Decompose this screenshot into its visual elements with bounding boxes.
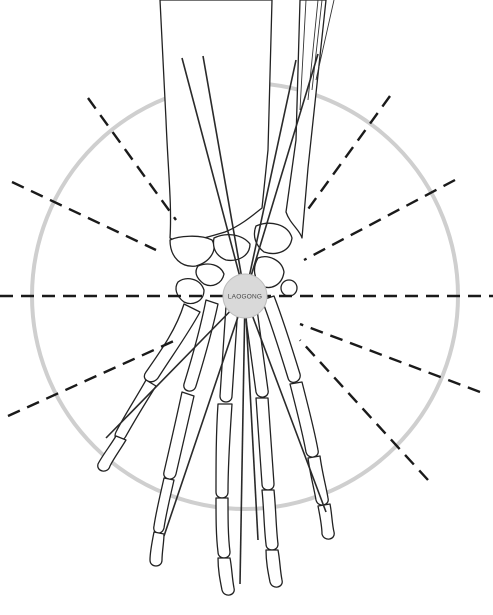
little-proximal-phalanx bbox=[290, 382, 318, 457]
ulna-bone bbox=[286, 0, 326, 238]
middle-proximal-phalanx bbox=[216, 404, 232, 498]
carpal-pisiform bbox=[281, 280, 297, 296]
hand-bones bbox=[98, 296, 334, 595]
ring-distal-phalanx bbox=[266, 550, 282, 587]
carpal-trapezoid bbox=[196, 264, 224, 285]
ring-middle-phalanx bbox=[262, 490, 278, 550]
dashed-line-upper-left-2 bbox=[12, 182, 156, 250]
radius-bone bbox=[160, 0, 272, 241]
carpal-trapezium bbox=[176, 279, 204, 304]
middle-distal-phalanx bbox=[218, 558, 234, 595]
carpal-scaphoid bbox=[170, 236, 214, 266]
index-proximal-phalanx bbox=[164, 392, 194, 479]
index-middle-phalanx bbox=[154, 478, 174, 533]
dashed-line-upper-right-1 bbox=[306, 96, 390, 212]
little-distal-phalanx bbox=[318, 504, 334, 539]
dashed-line-upper-right-2 bbox=[304, 180, 455, 260]
little-metacarpal bbox=[262, 296, 300, 382]
center-label: LAOGONG bbox=[228, 294, 262, 301]
middle-middle-phalanx bbox=[216, 498, 230, 558]
index-distal-phalanx bbox=[150, 532, 164, 566]
forearm-bones bbox=[160, 0, 334, 241]
thumb-proximal-phalanx bbox=[115, 380, 156, 440]
middle-metacarpal bbox=[220, 306, 238, 402]
ray-middle bbox=[240, 296, 245, 584]
ring-proximal-phalanx bbox=[256, 398, 274, 490]
